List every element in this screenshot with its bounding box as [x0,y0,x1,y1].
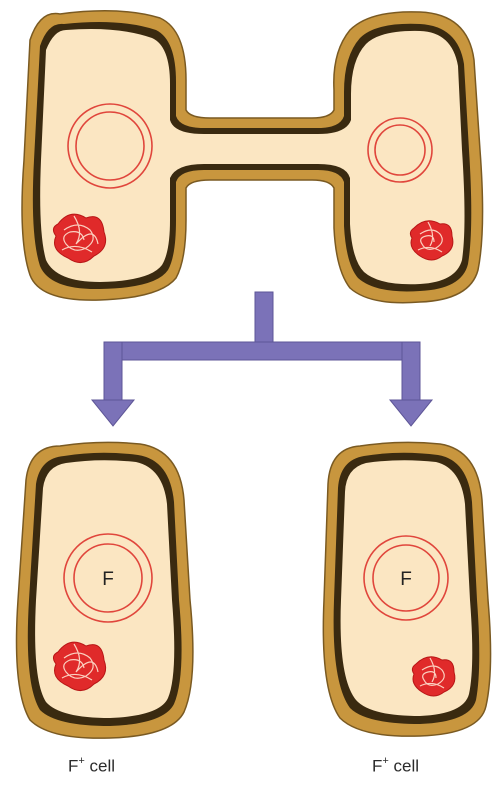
cell-caption-right: F+ cell [372,756,419,777]
caption-rest: cell [389,757,419,776]
caption-superscript: + [78,755,84,767]
daughter-cell-right: F [323,442,490,736]
arrow-right-head [390,400,432,426]
arrow-right-stem [402,342,420,404]
cell-caption-left: F+ cell [68,756,115,777]
arrow-left-stem [104,342,122,404]
arrow-left-head [92,400,134,426]
caption-superscript: + [382,755,388,767]
arrow-stem [255,292,273,348]
caption-main: F [68,757,78,776]
plasmid-label: F [400,569,412,590]
daughter-cell-left: F [17,442,193,738]
division-arrow [92,292,432,426]
plasmid-label: F [102,569,114,590]
chromosome [410,221,452,260]
conjugating-cell-pair [22,11,483,303]
chromosome [412,657,454,696]
arrow-crossbar [104,342,420,360]
caption-rest: cell [85,757,115,776]
caption-main: F [372,757,382,776]
